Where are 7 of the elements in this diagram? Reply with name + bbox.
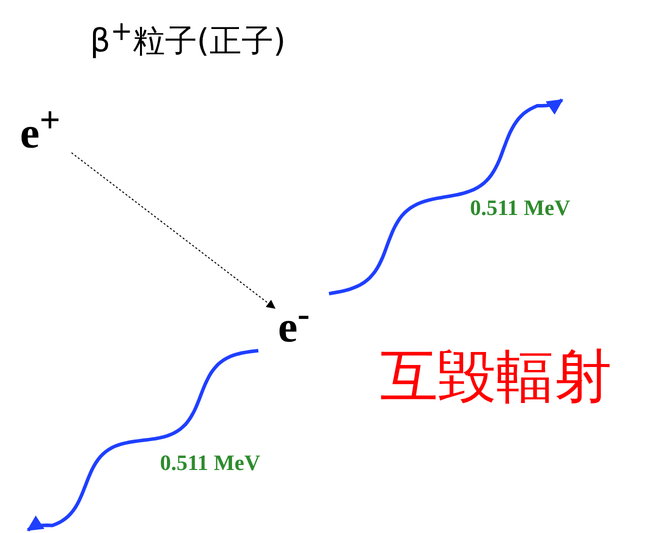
wavy-arrow [328,98,564,296]
wavy-arrow [26,348,258,532]
particle-symbol: e$^{+}$ [20,102,60,156]
title: β$^{+}$粒子(正子) [90,16,286,62]
particle-symbol: e$^{-}$ [278,296,310,350]
annotation: 互毀輻射 [380,341,612,412]
arrow [71,152,276,309]
